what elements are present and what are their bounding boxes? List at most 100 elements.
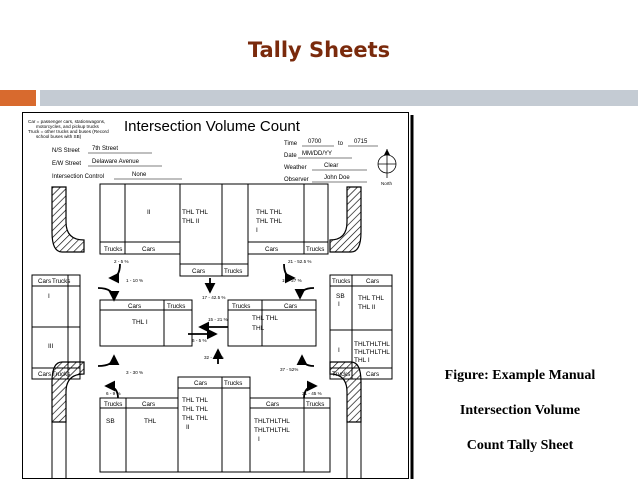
tally-east-bottom-2: THLTHLTHL	[354, 349, 390, 356]
tally-south-mid-1: THL THL	[182, 397, 208, 404]
control-label: Intersection Control	[52, 174, 104, 180]
east-trucks-footer: Trucks	[332, 371, 350, 378]
tally-north-left: II	[147, 209, 151, 216]
tally-sheet-image: Car = passenger cars, stationwagons, mot…	[22, 112, 414, 479]
date-label: Date	[284, 153, 297, 159]
north-right-cars-header: Cars	[265, 246, 278, 253]
south-mid-trucks-header: Trucks	[224, 380, 242, 387]
tally-east-sb-bottom: I	[338, 347, 340, 354]
tally-east-top-2: THL II	[358, 304, 376, 311]
tally-south-right-1: THLTHLTHL	[254, 418, 290, 425]
tally-east-sb-top: I	[338, 301, 340, 308]
pct-19-27: 19 - 27 %	[282, 278, 302, 283]
tally-south-right-2: THLTHLTHL	[254, 427, 290, 434]
tally-south-left: THL	[144, 418, 157, 425]
observer-value: John Doe	[324, 175, 350, 181]
tally-east-sb-label: SB	[336, 293, 345, 300]
tally-west-bottom: III	[48, 343, 54, 350]
tally-south-right-3: I	[258, 436, 260, 443]
pct-1-10: 1 - 10 %	[126, 278, 143, 283]
tally-south-mid-3: THL THL	[182, 415, 208, 422]
time-to: 0715	[354, 139, 368, 145]
pct-31-45: 31 - 45 %	[302, 391, 322, 396]
tally-west-top: I	[48, 293, 50, 300]
arrow-west-right	[97, 287, 120, 302]
center-left-cars-header: Cars	[128, 303, 141, 310]
tally-center-left: THL I	[132, 319, 148, 326]
ew-street-value: Delaware Avenue	[92, 159, 140, 165]
tally-north-mid-1: THL THL	[182, 209, 208, 216]
caption-line-3: Count Tally Sheet	[466, 438, 574, 453]
sheet-note-2: motorcycles, and pickup trucks	[36, 124, 100, 129]
arrow-east-left	[294, 287, 315, 300]
pct-6-9: 6 - 9 %	[106, 391, 121, 396]
east-cars-header: Cars	[366, 278, 379, 285]
caption-line-1: Figure: Example Manual	[444, 368, 596, 383]
ns-street-label: N/S Street	[52, 148, 80, 154]
pct-3-30: 3 - 30 %	[126, 370, 143, 375]
north-mid-trucks-header: Trucks	[224, 268, 242, 275]
sheet-note-4: school buses with SB)	[36, 134, 82, 139]
tally-north-right-2: THL THL	[256, 218, 282, 225]
tally-north-mid-2: THL II	[182, 218, 200, 225]
pct-15-21: 15 - 21 %	[208, 317, 228, 322]
ew-street-label: E/W Street	[52, 161, 81, 167]
north-label: North	[381, 181, 393, 186]
tally-north-right-3: I	[256, 227, 258, 234]
north-cars-header: Cars	[142, 246, 155, 253]
south-right-cars-header: Cars	[266, 401, 279, 408]
arrow-sb-left	[104, 380, 119, 399]
east-trucks-header: Trucks	[332, 278, 350, 285]
pct-17-42: 17 - 42.5 %	[202, 295, 226, 300]
north-mid-cars-header: Cars	[192, 268, 205, 275]
time-label: Time	[284, 141, 298, 147]
tally-east-top-1: THL THL	[358, 295, 384, 302]
south-cars-header: Cars	[142, 401, 155, 408]
arrow-west-left	[97, 354, 120, 367]
north-right-trucks-header: Trucks	[306, 246, 324, 253]
time-from: 0700	[308, 139, 322, 145]
tally-east-bottom-1: THLTHLTHL	[354, 341, 390, 348]
tally-south-mid-4: II	[186, 424, 190, 431]
south-trucks-header: Trucks	[104, 401, 122, 408]
south-mid-cars-header: Cars	[194, 380, 207, 387]
arrow-sb-right	[303, 380, 318, 399]
slide-title: Tally Sheets	[247, 38, 391, 62]
sheet-note-1: Car = passenger cars, stationwagons,	[28, 119, 105, 124]
tally-north-right-1: THL THL	[256, 209, 282, 216]
caption-line-2: Intersection Volume	[459, 403, 581, 418]
tally-center-right-1: THL THL	[252, 315, 278, 322]
north-arrow-icon: North	[377, 149, 397, 186]
tally-center-right-2: THL	[252, 325, 265, 332]
arrow-nb-right	[283, 263, 296, 284]
east-cars-footer: Cars	[366, 371, 379, 378]
west-cars-footer: Cars	[38, 371, 51, 378]
accent-bar	[0, 90, 36, 106]
pct-21-52: 21 - 52.5 %	[288, 259, 312, 264]
tally-south-sb-label: SB	[106, 418, 115, 425]
center-right-trucks-header: Trucks	[232, 303, 250, 310]
pct-6-5: 6 - 5 %	[192, 338, 207, 343]
center-right-cars-header: Cars	[284, 303, 297, 310]
west-trucks-header: Trucks	[52, 278, 70, 285]
weather-label: Weather	[284, 165, 307, 171]
weather-value: Clear	[324, 163, 338, 169]
tally-east-bottom-3: THL I	[354, 357, 370, 364]
observer-label: Observer	[284, 177, 309, 183]
pct-37-52: 37 - 52%	[280, 367, 298, 372]
pct-2-5: 2 - 5 %	[114, 259, 129, 264]
pct-32-46: 32 - 46 %	[204, 355, 224, 360]
sheet-note-3: Truck = other trucks and buses (Record	[28, 129, 109, 134]
time-to-label: to	[338, 141, 344, 147]
west-trucks-footer: Trucks	[52, 371, 70, 378]
arrow-east-right	[296, 354, 315, 367]
arrow-nb-left	[108, 263, 121, 284]
tally-south-mid-2: THL THL	[182, 406, 208, 413]
ns-street-value: 7th Street	[92, 146, 118, 152]
sheet-heading: Intersection Volume Count	[124, 118, 301, 135]
south-right-trucks-header: Trucks	[306, 401, 324, 408]
west-cars-header: Cars	[38, 278, 51, 285]
center-left-trucks-header: Trucks	[167, 303, 185, 310]
north-trucks-header: Trucks	[104, 246, 122, 253]
rule-bar	[40, 90, 638, 106]
